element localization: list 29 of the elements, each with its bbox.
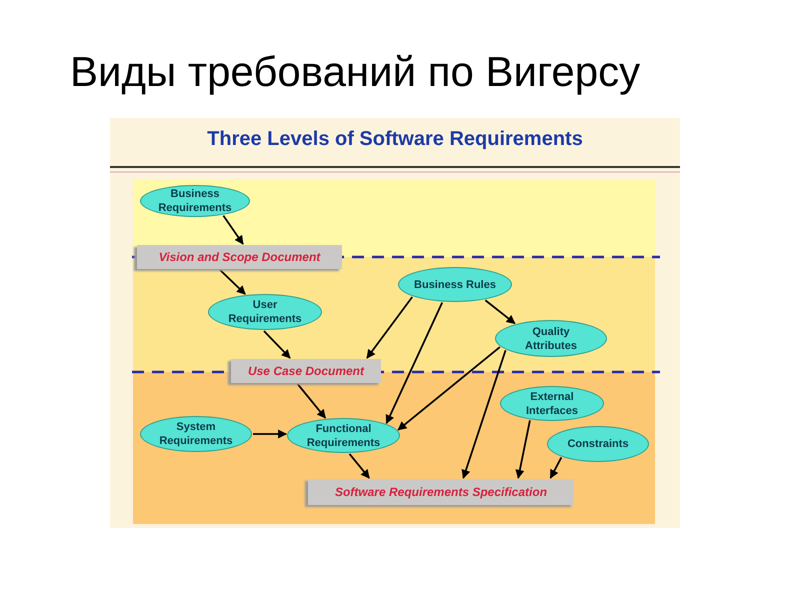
requirement-label: Quality Attributes (524, 324, 578, 352)
document-label: Software Requirements Specification (334, 485, 548, 499)
slide-title: Виды требований по Вигерсу (70, 48, 640, 96)
document-box (308, 479, 574, 505)
requirement-label: System Requirements (158, 420, 234, 448)
arrow (253, 430, 288, 438)
arrow (515, 420, 531, 479)
requirement-label: External Interfaces (525, 390, 579, 418)
requirement-label: Functional Requirements (306, 422, 382, 450)
document-label: Vision and Scope Document (158, 250, 320, 264)
arrow (366, 296, 413, 359)
document-box (137, 245, 342, 269)
panel-heading: Three Levels of Software Requirements (206, 128, 584, 151)
document-label: Use Case Document (248, 364, 364, 378)
arrow (296, 383, 326, 419)
arrow (398, 346, 500, 431)
requirement-label: Business Requirements (157, 187, 233, 215)
arrow (219, 269, 246, 295)
requirement-label: User Requirements (227, 298, 303, 326)
document-box (231, 359, 381, 383)
arrow (263, 330, 291, 359)
arrow (386, 302, 444, 424)
requirement-label: Constraints (567, 437, 629, 451)
arrow (462, 350, 506, 479)
arrow (348, 453, 370, 479)
requirement-label: Business Rules (414, 278, 496, 292)
arrow (484, 300, 516, 324)
arrow (222, 215, 244, 245)
arrow (550, 457, 562, 479)
